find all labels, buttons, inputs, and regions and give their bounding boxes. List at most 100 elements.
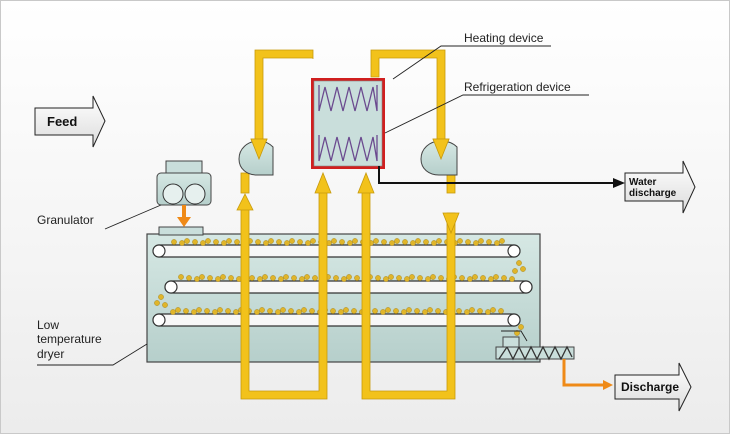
granule — [249, 275, 255, 281]
granule — [404, 276, 410, 282]
granule — [417, 275, 423, 281]
water-discharge-tag: Water discharge — [624, 160, 696, 214]
granule — [346, 274, 352, 280]
granule — [431, 240, 437, 246]
granule — [373, 238, 379, 244]
granule — [436, 238, 442, 244]
granule — [409, 274, 415, 280]
water-discharge-label-line1: Water — [629, 177, 657, 188]
granule — [284, 240, 290, 246]
granule — [283, 274, 289, 280]
granule — [154, 300, 160, 306]
granule — [472, 274, 478, 280]
granule — [220, 274, 226, 280]
granule — [204, 308, 210, 314]
granule — [259, 307, 265, 313]
dryer-inlet — [158, 226, 204, 236]
granule — [467, 276, 473, 282]
granule — [270, 275, 276, 281]
granule — [310, 238, 316, 244]
granule — [309, 308, 315, 314]
granule — [509, 276, 515, 282]
granule — [276, 239, 282, 245]
granule — [422, 309, 428, 315]
granule — [207, 275, 213, 281]
granule — [352, 238, 358, 244]
granule — [423, 239, 429, 245]
granule — [516, 260, 522, 266]
granule — [338, 309, 344, 315]
granule — [459, 275, 465, 281]
granule — [396, 275, 402, 281]
granule — [493, 274, 499, 280]
granule — [494, 240, 500, 246]
granule — [375, 275, 381, 281]
granule — [162, 302, 168, 308]
granule — [414, 308, 420, 314]
granule — [278, 276, 284, 282]
granule — [333, 275, 339, 281]
granule — [425, 276, 431, 282]
granule — [485, 309, 491, 315]
granule — [228, 275, 234, 281]
heating-device-label: Heating device — [464, 31, 544, 45]
granule — [480, 275, 486, 281]
discharge-line — [562, 359, 613, 390]
granule — [179, 240, 185, 246]
granule — [192, 239, 198, 245]
granule — [178, 274, 184, 280]
granule — [430, 274, 436, 280]
granule — [389, 240, 395, 246]
granule — [234, 239, 240, 245]
granule — [305, 240, 311, 246]
granule — [406, 307, 412, 313]
callout-lines — [37, 45, 589, 366]
granule — [478, 238, 484, 244]
granulator-label: Granulator — [37, 213, 94, 227]
granulator — [156, 160, 212, 206]
granule — [486, 239, 492, 245]
granule — [226, 238, 232, 244]
discharge-tag: Discharge — [614, 362, 692, 412]
granule — [158, 294, 164, 300]
screw-conveyor — [495, 336, 575, 361]
refrigeration-device-label: Refrigeration device — [464, 80, 571, 94]
left-fan — [238, 138, 274, 176]
granule — [401, 309, 407, 315]
granule — [262, 274, 268, 280]
granule — [280, 307, 286, 313]
granule — [501, 275, 507, 281]
granule — [221, 240, 227, 246]
granule — [297, 239, 303, 245]
granule — [288, 308, 294, 314]
granule — [170, 309, 176, 315]
refrigeration-coil — [318, 135, 378, 162]
granule — [254, 309, 260, 315]
granule — [205, 238, 211, 244]
granule — [469, 307, 475, 313]
granule — [393, 308, 399, 314]
granule — [330, 308, 336, 314]
granule — [184, 238, 190, 244]
dryer-label-line3: dryer — [37, 347, 64, 361]
granule — [200, 240, 206, 246]
granule — [233, 309, 239, 315]
granule — [427, 307, 433, 313]
right-fan — [420, 138, 458, 176]
feed-label: Feed — [47, 114, 77, 129]
granule — [372, 308, 378, 314]
granule — [175, 307, 181, 313]
granule — [457, 238, 463, 244]
granule — [312, 275, 318, 281]
granule — [477, 308, 483, 314]
granule — [385, 307, 391, 313]
dryer-label-line2: temperature — [37, 332, 102, 346]
granule — [186, 275, 192, 281]
granule — [512, 268, 518, 274]
granule — [520, 266, 526, 272]
dryer-label-line1: Low — [37, 318, 59, 332]
granule — [331, 238, 337, 244]
granule — [199, 274, 205, 280]
granule — [351, 308, 357, 314]
